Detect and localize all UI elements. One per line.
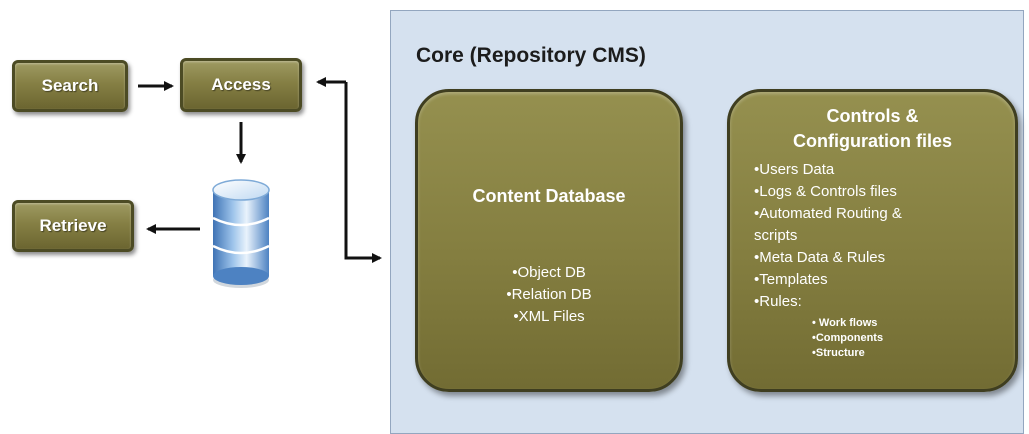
database-icon — [212, 179, 270, 288]
core-title: Core (Repository CMS) — [416, 44, 646, 67]
content-database-title: Content Database — [472, 186, 626, 206]
arrow-to-core — [344, 82, 382, 263]
controls-configuration-box: Controls & Configuration files •Users Da… — [727, 89, 1018, 392]
controls-title: Controls & Configuration files — [730, 104, 1015, 154]
content-database-list: •Object DB •Relation DB •XML Files — [418, 262, 680, 328]
list-item: •Templates — [754, 271, 828, 288]
search-button[interactable]: Search — [12, 60, 128, 112]
controls-list: •Users Data •Logs & Controls files •Auto… — [754, 159, 1009, 361]
list-item: •Automated Routing & — [754, 205, 902, 222]
retrieve-button[interactable]: Retrieve — [12, 200, 134, 252]
controls-title-line2: Configuration files — [793, 131, 952, 151]
list-item: •Relation DB — [506, 286, 592, 303]
list-item: •Meta Data & Rules — [754, 249, 886, 266]
list-item: •Components — [812, 332, 884, 344]
list-item: scripts — [754, 227, 798, 244]
list-item: •Rules: — [754, 293, 802, 310]
rules-sublist: • Work flows •Components •Structure — [754, 316, 1009, 361]
controls-title-line1: Controls & — [826, 106, 919, 126]
list-item: •Users Data — [754, 161, 835, 178]
list-item: • Work flows — [812, 317, 878, 329]
access-button[interactable]: Access — [180, 58, 302, 112]
list-item: •XML Files — [513, 308, 585, 325]
list-item: •Logs & Controls files — [754, 183, 897, 200]
content-database-box: Content Database •Object DB •Relation DB… — [415, 89, 683, 392]
list-item: •Object DB — [512, 264, 586, 281]
list-item: •Structure — [812, 347, 865, 359]
